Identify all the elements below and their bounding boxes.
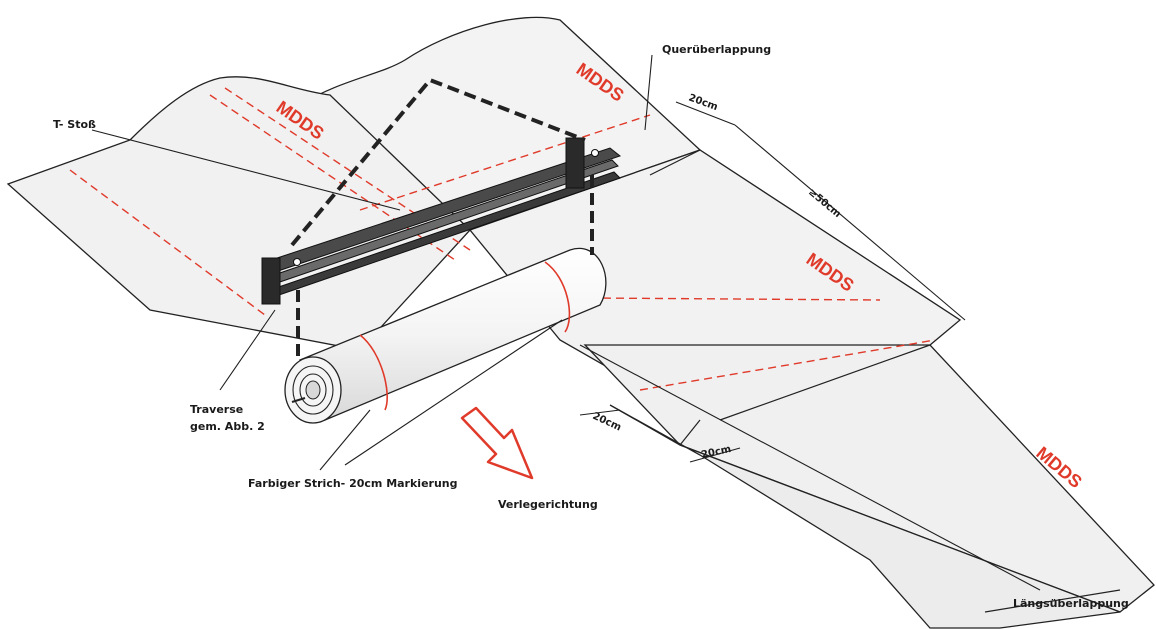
sheet-left <box>6 76 471 351</box>
material-roll <box>284 247 607 424</box>
roll-axle <box>291 397 306 403</box>
label-verlegerichtung: Verlegerichtung <box>498 498 598 511</box>
overlap-edge <box>679 419 701 446</box>
label-querueberlappung: Querüberlappung <box>662 43 771 56</box>
roll-red-mark <box>544 261 571 333</box>
red-dashed-lines <box>69 87 936 391</box>
sheet-bottom-strip <box>609 404 1121 629</box>
overlap-edge <box>649 149 701 176</box>
hanging-cables <box>290 77 594 360</box>
laying-direction-arrow <box>460 406 534 480</box>
label-traverse: Traverse <box>190 403 243 416</box>
leader-lines <box>91 54 1041 591</box>
traverse-bar <box>261 137 622 305</box>
label-traverse-ref: gem. Abb. 2 <box>190 420 265 433</box>
label-t-stoss: T- Stoß <box>53 118 96 131</box>
label-laengsueberlappung: Längsüberlappung <box>1013 597 1129 610</box>
roll-red-mark <box>359 334 388 411</box>
sheet-right-lower <box>583 344 1155 613</box>
label-farbiger-strich: Farbiger Strich- 20cm Markierung <box>248 477 458 490</box>
dimension-lines <box>579 101 966 463</box>
overlap-edge <box>719 344 931 421</box>
overlap-edge <box>984 589 1121 613</box>
